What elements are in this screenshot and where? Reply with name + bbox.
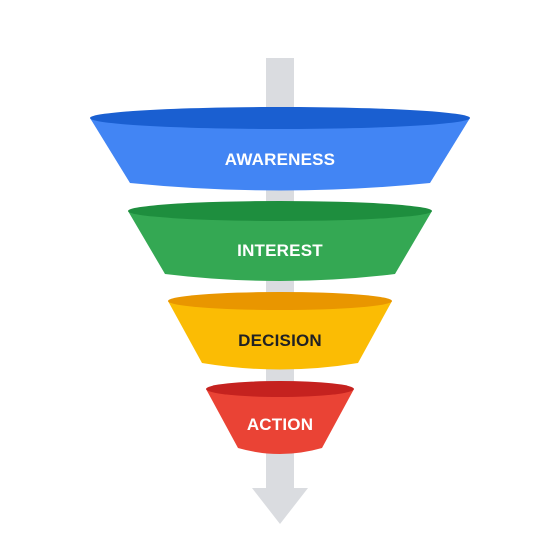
stage-body bbox=[206, 382, 354, 454]
stage-rim bbox=[90, 107, 470, 129]
stage-rim bbox=[128, 201, 432, 221]
stage-body bbox=[168, 293, 392, 370]
stage-label-decision: DECISION bbox=[238, 331, 322, 350]
funnel-stage-awareness: AWARENESS bbox=[90, 107, 470, 191]
stage-rim bbox=[168, 292, 392, 310]
funnel-stage-decision: DECISION bbox=[168, 292, 392, 370]
stage-rim bbox=[206, 381, 354, 397]
arrow-head-icon bbox=[252, 488, 308, 524]
stage-label-action: ACTION bbox=[247, 415, 313, 434]
stage-body bbox=[90, 108, 470, 191]
funnel-stage-action: ACTION bbox=[206, 381, 354, 454]
stage-body bbox=[128, 202, 432, 281]
stage-label-interest: INTEREST bbox=[237, 241, 323, 260]
stage-label-awareness: AWARENESS bbox=[225, 150, 335, 169]
funnel-stage-interest: INTEREST bbox=[128, 201, 432, 281]
